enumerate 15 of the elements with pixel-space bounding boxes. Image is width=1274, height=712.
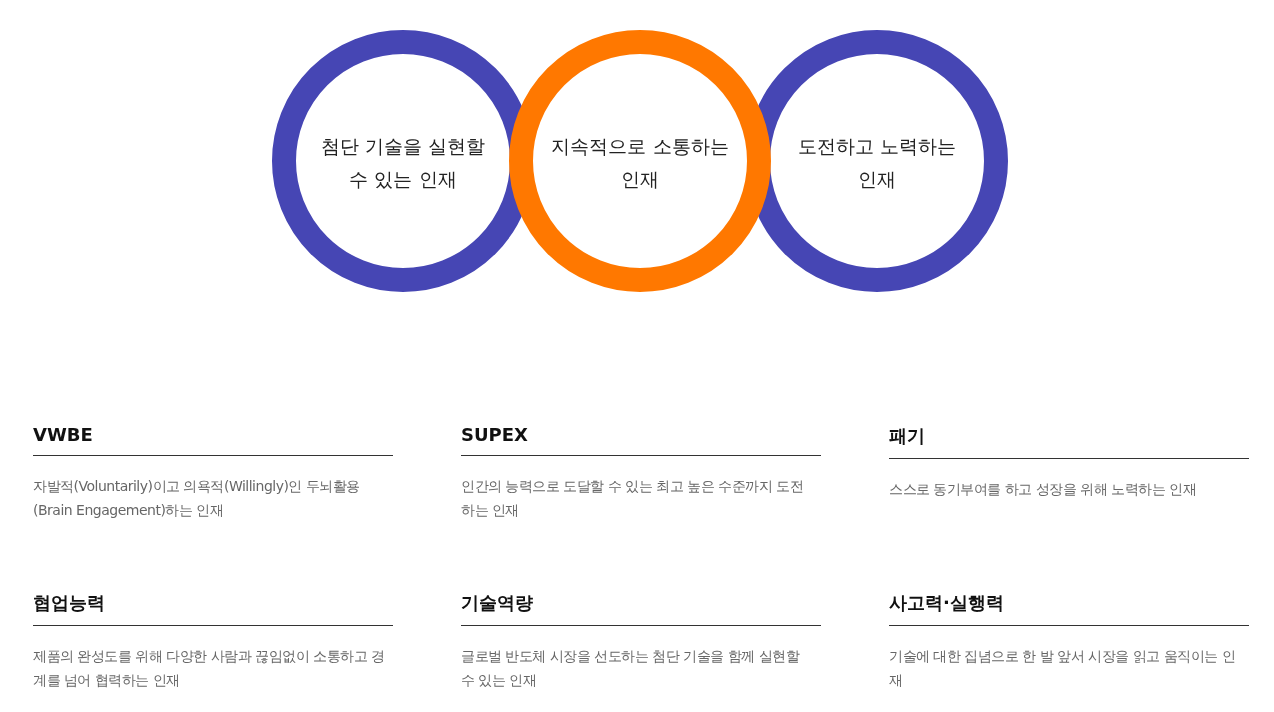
circle-text: 도전하고 노력하는 인재 — [796, 134, 957, 192]
section-heading: 사고력·실행력 — [889, 591, 1005, 615]
section-heading: VWBE — [33, 424, 94, 445]
description-text: 스스로 동기부여를 하고 성장을 위해 노력하는 인재 — [889, 480, 1198, 499]
circle-text: 지속적으로 소통하는 인재 — [550, 134, 730, 192]
section-heading: 기술역량 — [461, 591, 534, 615]
section-heading: 패기 — [889, 424, 926, 448]
description-text: 제품의 완성도를 위해 다양한 사람과 끊임없이 소통하고 경계를 넘어 협력하는 인재 — [33, 647, 386, 690]
section-heading: SUPEX — [461, 424, 529, 445]
description-text: 글로벌 반도체 시장을 선도하는 첨단 기술을 함께 실현할 수 있는 인재 — [461, 647, 801, 690]
section-heading: 협업능력 — [33, 591, 106, 615]
description-text: 자발적(Voluntarily)이고 의욕적(Willingly)인 두뇌활용 (Brain Engagement)하는 인재 — [33, 477, 361, 520]
circle-text: 첨단 기술을 실현할 수 있는 인재 — [319, 134, 487, 192]
description-text: 인간의 능력으로 도달할 수 있는 최고 높은 수준까지 도전하는 인재 — [461, 477, 805, 520]
description-text: 기술에 대한 집념으로 한 발 앞서 시장을 읽고 움직이는 인재 — [889, 647, 1237, 690]
